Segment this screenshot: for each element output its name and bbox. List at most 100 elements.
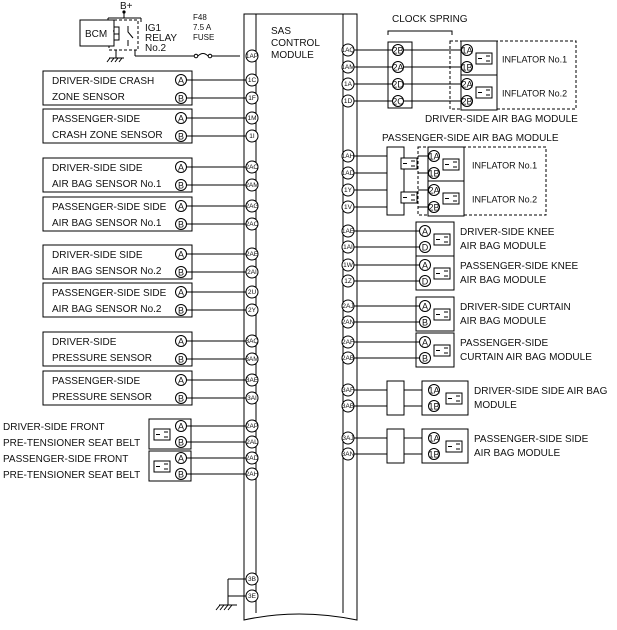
sensor-connector-pin-label: B bbox=[178, 394, 184, 404]
sensor-connector-pin-label: B bbox=[178, 306, 184, 316]
airbag-module-label: AIR BAG MODULE bbox=[460, 275, 546, 286]
sensor-connector-pin-label: A bbox=[178, 163, 184, 173]
airbag-connector-pin bbox=[419, 352, 431, 364]
sensor-module-pin bbox=[245, 111, 259, 125]
sensor-box bbox=[42, 70, 193, 106]
clock-spring-pin bbox=[392, 44, 404, 56]
side-airbag-pin-label: 1B bbox=[428, 402, 439, 412]
airbag-squib-icon-mark bbox=[436, 347, 448, 354]
sensor-label: AIR BAG SENSOR No.2 bbox=[52, 266, 162, 277]
sensor-label: PASSENGER-SIDE bbox=[52, 114, 140, 125]
sensor-module-pin bbox=[245, 352, 259, 366]
sensor-label: CRASH ZONE SENSOR bbox=[52, 130, 163, 141]
driver-airbag-module-pin-label: 1A bbox=[344, 81, 353, 88]
module-title-3: MODULE bbox=[271, 50, 314, 61]
module-ground-icon bbox=[215, 604, 237, 611]
side-airbag-pin bbox=[428, 448, 440, 460]
airbag-module-pin-label: 2AB bbox=[342, 355, 354, 362]
sensor-module-pin bbox=[245, 160, 259, 174]
airbag-squib-icon-mark bbox=[436, 270, 448, 277]
inflator-squib-icon-mark bbox=[445, 195, 457, 202]
passenger-airbag-module-boundary bbox=[417, 146, 547, 216]
sensor-module-pin bbox=[245, 91, 259, 105]
inflator-squib-icon-mark bbox=[478, 89, 490, 96]
airbag-connector-pin bbox=[419, 336, 431, 348]
inflator-pin bbox=[428, 184, 440, 196]
inflator-pin-label: 1A bbox=[428, 152, 439, 162]
side-airbag-pin-label: 1A bbox=[428, 386, 439, 396]
clock-spring-pin-label: 2D bbox=[392, 80, 404, 90]
sensor-label: DRIVER-SIDE SIDE bbox=[52, 250, 143, 261]
sensor-module-pin-label: 2Y bbox=[248, 307, 257, 314]
passenger-airbag-module-pin-label: 1Y bbox=[344, 187, 353, 194]
pretensioner-connector-pin-label: B bbox=[178, 470, 184, 480]
inflator-label: INFLATOR No.2 bbox=[472, 195, 537, 205]
inflator-squib-icon-mark bbox=[445, 161, 457, 168]
inflator-pin-label: 1A bbox=[461, 46, 472, 56]
inflator-pin-label: 2A bbox=[428, 186, 439, 196]
airbag-module-pin-label: 1AI bbox=[343, 244, 353, 251]
bcm-label: BCM bbox=[85, 29, 107, 40]
sensor-connector-pin-label: A bbox=[178, 250, 184, 260]
pretensioner-squib-icon bbox=[153, 460, 171, 473]
airbag-connector-pin bbox=[419, 316, 431, 328]
airbag-connector-pin-label: B bbox=[422, 354, 428, 364]
airbag-module-label: DRIVER-SIDE SIDE AIR BAG bbox=[474, 386, 608, 397]
airbag-module-label: DRIVER-SIDE CURTAIN bbox=[460, 302, 571, 313]
pretensioner-module-pin-label: 2AP bbox=[246, 423, 258, 430]
sensor-module-pin-label: 1I bbox=[249, 133, 255, 140]
airbag-module-pin-label: 2AJ bbox=[342, 303, 353, 310]
clock-spring-pin-label: 2C bbox=[392, 97, 404, 107]
side-airbag-squib-icon-mark bbox=[448, 395, 460, 402]
sensor-connector-pin-label: B bbox=[178, 220, 184, 230]
inflator-squib-icon bbox=[442, 192, 460, 205]
inflator-pin bbox=[461, 95, 473, 107]
clock-spring-pin-label: 2B bbox=[392, 46, 403, 56]
pretensioner-connector-pin-label: A bbox=[178, 422, 184, 432]
sensor-box bbox=[42, 196, 193, 232]
pretensioner-squib-icon-mark bbox=[156, 431, 168, 438]
sensor-module-pin bbox=[245, 334, 259, 348]
sensor-module-pin-label: 2AG bbox=[245, 203, 258, 210]
airbag-module-label: PASSENGER-SIDE KNEE bbox=[460, 261, 579, 272]
airbag-module-label: AIR BAG MODULE bbox=[460, 316, 546, 327]
sensor-module-pin bbox=[245, 247, 259, 261]
sensor-module-pin-label: 3AE bbox=[246, 377, 259, 384]
airbag-module-pin-label: 3AB bbox=[342, 403, 354, 410]
airbag-module-pin-label: 2AF bbox=[342, 339, 354, 346]
inflator-label: INFLATOR No.1 bbox=[472, 161, 537, 171]
airbag-squib-icon bbox=[433, 233, 451, 246]
sensor-connector-pin-label: B bbox=[178, 355, 184, 365]
sensor-connector-pin-label: B bbox=[178, 268, 184, 278]
inflator-pin-label: 2B bbox=[461, 97, 472, 107]
sensor-label: ZONE SENSOR bbox=[52, 92, 125, 103]
inflator-squib-icon bbox=[475, 86, 493, 99]
sensor-box bbox=[42, 157, 193, 193]
pretensioner-connector-pin-label: A bbox=[178, 454, 184, 464]
airbag-connector-pin-label: D bbox=[422, 277, 429, 287]
pretensioner-module-pin-label: 2AH bbox=[246, 471, 259, 478]
airbag-connector-pin-label: A bbox=[422, 227, 428, 237]
inflator-squib-icon bbox=[475, 52, 493, 65]
airbag-module-label: MODULE bbox=[474, 400, 517, 411]
sensor-module-pin bbox=[245, 199, 259, 213]
airbag-squib-icon-mark bbox=[436, 311, 448, 318]
relay-label-3: No.2 bbox=[145, 43, 167, 54]
airbag-connector-pin-label: A bbox=[422, 302, 428, 312]
clock-spring-pin bbox=[392, 78, 404, 90]
inflator-pin bbox=[428, 201, 440, 213]
pretensioner-module-pin-label: 2AD bbox=[246, 455, 259, 462]
pretensioner-label: PRE-TENSIONER SEAT BELT bbox=[3, 470, 140, 481]
sensor-module-pin bbox=[245, 373, 259, 387]
fuse-icon bbox=[197, 53, 209, 57]
sensor-box bbox=[42, 331, 193, 367]
inflator-pin bbox=[461, 61, 473, 73]
sensor-box bbox=[42, 108, 193, 144]
clock-spring-pin-label: 2A bbox=[392, 63, 403, 73]
airbag-module-pin-label: 1Z bbox=[344, 278, 352, 285]
inflator-label: INFLATOR No.1 bbox=[502, 55, 567, 65]
sensor-module-pin-label: 3AI bbox=[247, 395, 257, 402]
airbag-module-label: CURTAIN AIR BAG MODULE bbox=[460, 352, 592, 363]
sensor-connector-pin-label: B bbox=[178, 181, 184, 191]
